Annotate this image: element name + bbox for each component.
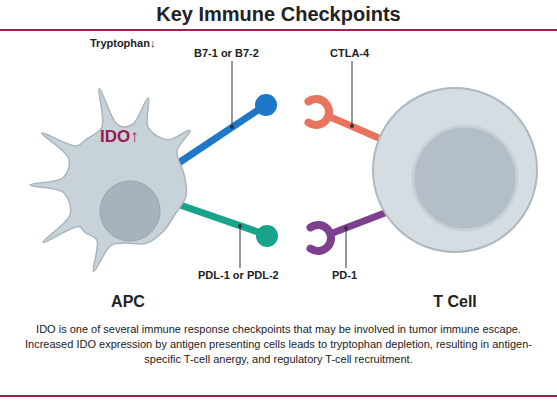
apc-nucleus xyxy=(100,181,160,241)
receptor-label: CTLA-4 xyxy=(330,47,369,59)
leader-line xyxy=(240,227,241,268)
leader-dot xyxy=(344,226,348,230)
leader-dot xyxy=(238,224,242,228)
cell-name: T Cell xyxy=(365,293,545,311)
pdl-stalk xyxy=(180,205,258,232)
b7-stalk xyxy=(180,110,258,162)
leader-dot xyxy=(230,125,234,129)
leader-dot xyxy=(350,124,354,128)
ligand-label: B7-1 or B7-2 xyxy=(194,47,259,59)
cell-name: APC xyxy=(15,293,241,311)
pd1-stalk xyxy=(330,211,390,234)
diagram-title: Key Immune Checkpoints xyxy=(0,3,557,26)
receptor-label: PD-1 xyxy=(332,269,357,281)
leader-line xyxy=(232,61,233,126)
leader-line xyxy=(346,229,347,268)
title-rule xyxy=(0,29,557,31)
t-cell: T Cell xyxy=(365,80,545,315)
tcell-membrane xyxy=(373,88,537,252)
ligand-label: PDL-1 or PDL-2 xyxy=(198,269,279,281)
t-cell-outline xyxy=(365,80,545,315)
tcell-nucleus xyxy=(413,126,517,230)
figure-caption: IDO is one of several immune response ch… xyxy=(14,322,543,367)
caption-rule xyxy=(0,395,557,397)
leader-line xyxy=(352,61,353,125)
ctla4-receptor xyxy=(309,99,330,125)
b7-head xyxy=(255,94,277,116)
ido-label: IDO↑ xyxy=(100,127,139,147)
pdl-head xyxy=(256,225,278,247)
pd1-receptor xyxy=(311,225,332,251)
metabolite-label: Tryptophan↓ xyxy=(90,37,155,49)
apc-membrane xyxy=(30,88,190,271)
